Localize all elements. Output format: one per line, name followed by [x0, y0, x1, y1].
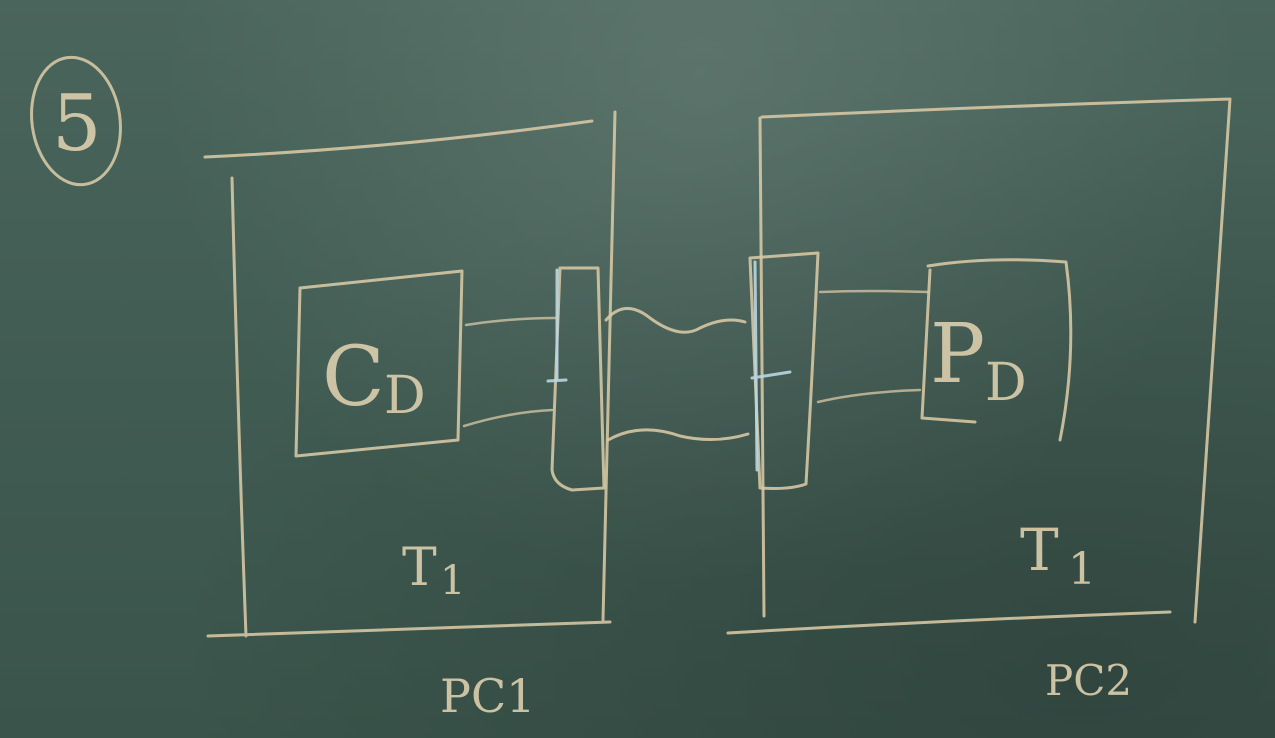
pc1-machine-box — [203, 110, 617, 638]
network-channel-bottom — [606, 428, 750, 442]
pc1-socket-port — [546, 268, 568, 383]
step-number: 5 — [52, 79, 102, 169]
pc1-thread-label: T — [402, 538, 437, 598]
consumer-component-letter: C — [322, 330, 385, 425]
pc1-thread-subscript: 1 — [440, 558, 465, 604]
producer-component-box — [920, 258, 1073, 442]
pc2-thread-label: T — [1020, 516, 1059, 584]
producer-component-letter: P — [930, 307, 985, 402]
pc2-thread-subscript: 1 — [1068, 544, 1096, 595]
network-channel-top — [604, 307, 747, 334]
consumer-connection-lines — [462, 316, 558, 428]
step-number-circle — [30, 55, 122, 187]
producer-component-subscript: D — [985, 353, 1027, 413]
pc1-socket — [550, 266, 606, 492]
pc2-machine-box — [726, 97, 1232, 635]
producer-connection-lines — [816, 289, 930, 404]
consumer-component-subscript: D — [384, 366, 426, 426]
consumer-component-box — [294, 269, 464, 458]
pc2-machine-label: PC2 — [1045, 656, 1132, 705]
pc2-socket — [748, 251, 820, 490]
pc1-machine-label: PC1 — [440, 669, 535, 723]
pc2-socket-port — [750, 260, 792, 472]
